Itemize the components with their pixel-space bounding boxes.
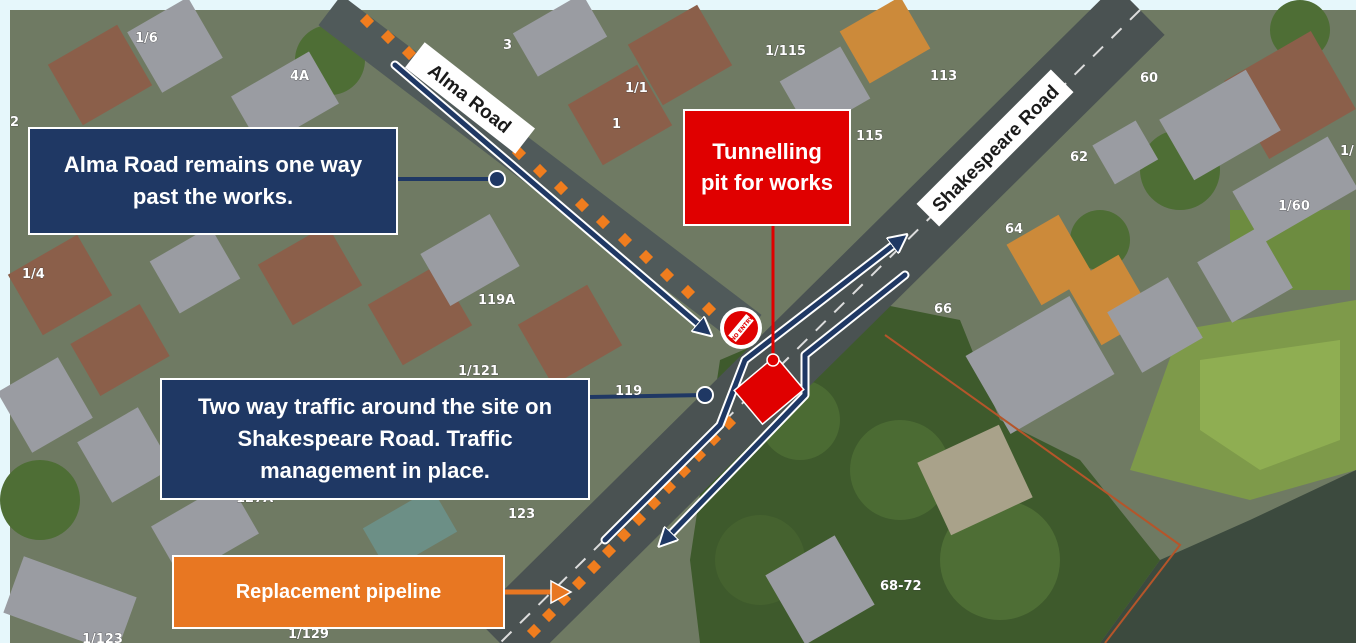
alma-one-way-callout: Alma Road remains one way past the works… bbox=[28, 127, 398, 235]
tunnelling-pit-text: Tunnelling pit for works bbox=[700, 138, 833, 195]
traffic-callout-leader bbox=[589, 393, 706, 399]
alma-one-way-arrow bbox=[392, 62, 705, 330]
two-way-traffic-callout: Two way traffic around the site on Shake… bbox=[160, 378, 590, 500]
two-way-traffic-text: Two way traffic around the site on Shake… bbox=[197, 394, 553, 483]
property-label: 115 bbox=[856, 129, 883, 144]
property-label: 60 bbox=[1140, 71, 1158, 86]
property-label: 1/123 bbox=[82, 632, 123, 643]
property-label: 1/4 bbox=[22, 267, 45, 282]
tunnelling-pit bbox=[733, 354, 805, 426]
property-label: 4A bbox=[290, 69, 309, 84]
northbound-traffic-arrow bbox=[602, 240, 900, 543]
property-label: 1/ bbox=[1340, 144, 1354, 159]
no-entry-sign: NO ENTRY bbox=[720, 307, 762, 349]
property-label: 119 bbox=[615, 384, 642, 399]
property-label: 64 bbox=[1005, 222, 1023, 237]
replacement-pipeline-text: Replacement pipeline bbox=[235, 580, 442, 603]
property-label: 1/129 bbox=[288, 627, 329, 642]
property-label: 68-72 bbox=[880, 579, 922, 594]
tunnelling-pit-callout: Tunnelling pit for works bbox=[683, 109, 851, 226]
alma-one-way-text: Alma Road remains one way past the works… bbox=[63, 152, 363, 209]
southbound-traffic-arrow bbox=[665, 272, 908, 540]
property-label: 2 bbox=[10, 115, 19, 130]
property-label: 1/115 bbox=[765, 44, 806, 59]
property-label: 62 bbox=[1070, 150, 1088, 165]
property-label: 66 bbox=[934, 302, 952, 317]
property-label: 1 bbox=[612, 117, 621, 132]
property-boundary bbox=[884, 334, 1182, 643]
property-label: 1/6 bbox=[135, 31, 158, 46]
property-label: 113 bbox=[930, 69, 957, 84]
property-label: 1/121 bbox=[458, 364, 499, 379]
property-label: 1/1 bbox=[625, 81, 648, 96]
property-label: 1/60 bbox=[1278, 199, 1310, 214]
property-label: 3 bbox=[503, 38, 512, 53]
property-label: 119A bbox=[478, 293, 515, 308]
property-label: 123 bbox=[508, 507, 535, 522]
replacement-pipeline-callout: Replacement pipeline bbox=[172, 555, 505, 629]
